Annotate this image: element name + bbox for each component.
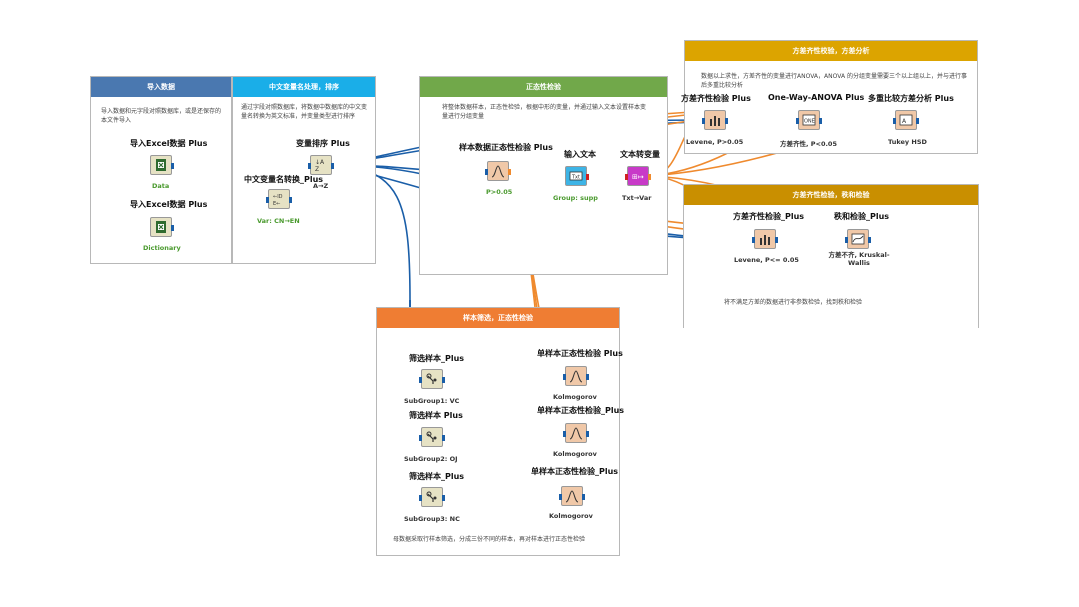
node-title: 导入Excel数据 Plus [130, 200, 208, 209]
svg-text:E←: E← [273, 201, 280, 206]
node-title: One-Way-ANOVA Plus [768, 93, 865, 102]
annotation-normality: 正态性检验 将整体数据样本，正态性检验，根据中形的变量，并通过输入文本设置样本变… [419, 76, 668, 275]
row-filter-icon[interactable] [419, 487, 445, 507]
node-title: 中文变量名转换_Plus [244, 175, 324, 184]
annotation-variance-unequal: 方差齐性检验，秩和检验 将不满足方差的数据进行非参数检验，找到秩和检验 [683, 184, 979, 328]
annotation-header: 方差齐性检验，秩和检验 [684, 185, 978, 205]
node-title: 多重比较方差分析 Plus [868, 94, 954, 103]
node-status: Var: CN→EN [257, 217, 300, 225]
annotation-header: 样本筛选，正态性检验 [377, 308, 619, 328]
annotation-header: 中文变量名处理，排序 [233, 77, 375, 97]
excel-reader-icon[interactable] [150, 217, 174, 237]
annotation-desc: 通过字段对照数据库，将数据中数据库的中文变量名转换为英文标准，并变量类型进行排序 [241, 104, 368, 120]
normality-test-icon[interactable] [485, 161, 511, 181]
node-title: 单样本正态性检验 Plus [537, 349, 623, 358]
node-status: SubGroup3: NC [404, 515, 460, 523]
node-status: Levene, P>0.05 [686, 138, 744, 146]
svg-text:A: A [902, 118, 907, 125]
annotation-desc: 导入数据和元字段对照数据库，或是还保存的本文件导入 [101, 108, 222, 124]
svg-text:←ID: ←ID [273, 194, 283, 200]
node-status: Tukey HSD [888, 138, 927, 146]
node-status: Data [152, 182, 170, 190]
excel-reader-icon[interactable] [150, 155, 174, 175]
node-title: 样本数据正态性检验 Plus [459, 143, 553, 152]
annotation-desc: 将整体数据样本，正态性检验，根据中形的变量，并通过输入文本设置样本变量进行分组变… [442, 104, 647, 120]
tukey-icon[interactable]: A [893, 110, 919, 130]
kruskal-wallis-icon[interactable] [845, 229, 871, 249]
normality-test-icon[interactable] [559, 486, 585, 506]
levene-test-icon[interactable] [702, 110, 728, 130]
node-status: Levene, P<= 0.05 [734, 256, 799, 264]
node-title: 方差齐性检验_Plus [733, 212, 805, 221]
node-status: Kolmogorov [549, 512, 593, 520]
node-title: 筛选样本 Plus [409, 411, 463, 420]
node-status: Txt→Var [622, 194, 652, 202]
node-title: 筛选样本_Plus [409, 354, 465, 363]
node-title: 变量排序 Plus [296, 139, 350, 148]
node-status: Dictionary [143, 244, 181, 252]
svg-text:Txt: Txt [571, 175, 580, 181]
svg-text:⊞↦: ⊞↦ [632, 173, 644, 181]
normality-test-icon[interactable] [563, 423, 589, 443]
svg-text:↓A: ↓A [315, 159, 325, 166]
node-status: Kolmogorov [553, 393, 597, 401]
node-title: 单样本正态性检验_Plus [531, 467, 619, 476]
node-status: SubGroup1: VC [404, 397, 460, 405]
annotation-sample: 样本筛选，正态性检验 母数据采取行样本筛选，分成三份不同的样本，再对样本进行正态… [376, 307, 620, 556]
normality-test-icon[interactable] [563, 366, 589, 386]
node-title: 单样本正态性检验_Plus [537, 406, 625, 415]
svg-text:Z: Z [315, 166, 319, 172]
annotation-header: 导入数据 [91, 77, 231, 97]
row-filter-icon[interactable] [419, 369, 445, 389]
row-filter-icon[interactable] [419, 427, 445, 447]
node-status: 方差齐性, P<0.05 [780, 140, 837, 148]
node-status: SubGroup2: OJ [404, 455, 458, 463]
string-input-icon[interactable]: Txt [565, 166, 589, 186]
node-title: 方差齐性检验 Plus [681, 94, 751, 103]
annotation-rename: 中文变量名处理，排序 通过字段对照数据库，将数据中数据库的中文变量名转换为英文标… [232, 76, 376, 264]
node-title: 文本转变量 [620, 150, 660, 159]
annotation-header: 正态性检验 [420, 77, 667, 97]
node-title: 秩和检验_Plus [834, 212, 890, 221]
svg-text:ONE: ONE [804, 119, 815, 125]
annotation-desc: 将不满足方差的数据进行非参数检验，找到秩和检验 [724, 299, 863, 306]
annotation-desc: 数据以上求性，方差齐性的变量进行ANOVA，ANOVA 的分组变量需要三个以上组… [701, 73, 967, 89]
string-to-variable-icon[interactable]: ⊞↦ [625, 166, 651, 186]
node-status: P>0.05 [486, 188, 513, 196]
node-status: Group: supp [553, 194, 598, 202]
node-status: 方差不齐, Kruskal-Wallis [828, 251, 890, 267]
annotation-desc: 母数据采取行样本筛选，分成三份不同的样本，再对样本进行正态性检验 [393, 536, 586, 543]
annotation-variance: 方差齐性校验，方差分析 数据以上求性，方差齐性的变量进行ANOVA，ANOVA … [684, 40, 978, 154]
annotation-header: 方差齐性校验，方差分析 [685, 41, 977, 61]
node-status: A→Z [313, 182, 329, 190]
node-title: 筛选样本_Plus [409, 472, 465, 481]
node-title: 导入Excel数据 Plus [130, 139, 208, 148]
node-title: 输入文本 [564, 150, 596, 159]
levene-test-icon[interactable] [752, 229, 778, 249]
anova-icon[interactable]: ONE [796, 110, 822, 130]
node-status: Kolmogorov [553, 450, 597, 458]
